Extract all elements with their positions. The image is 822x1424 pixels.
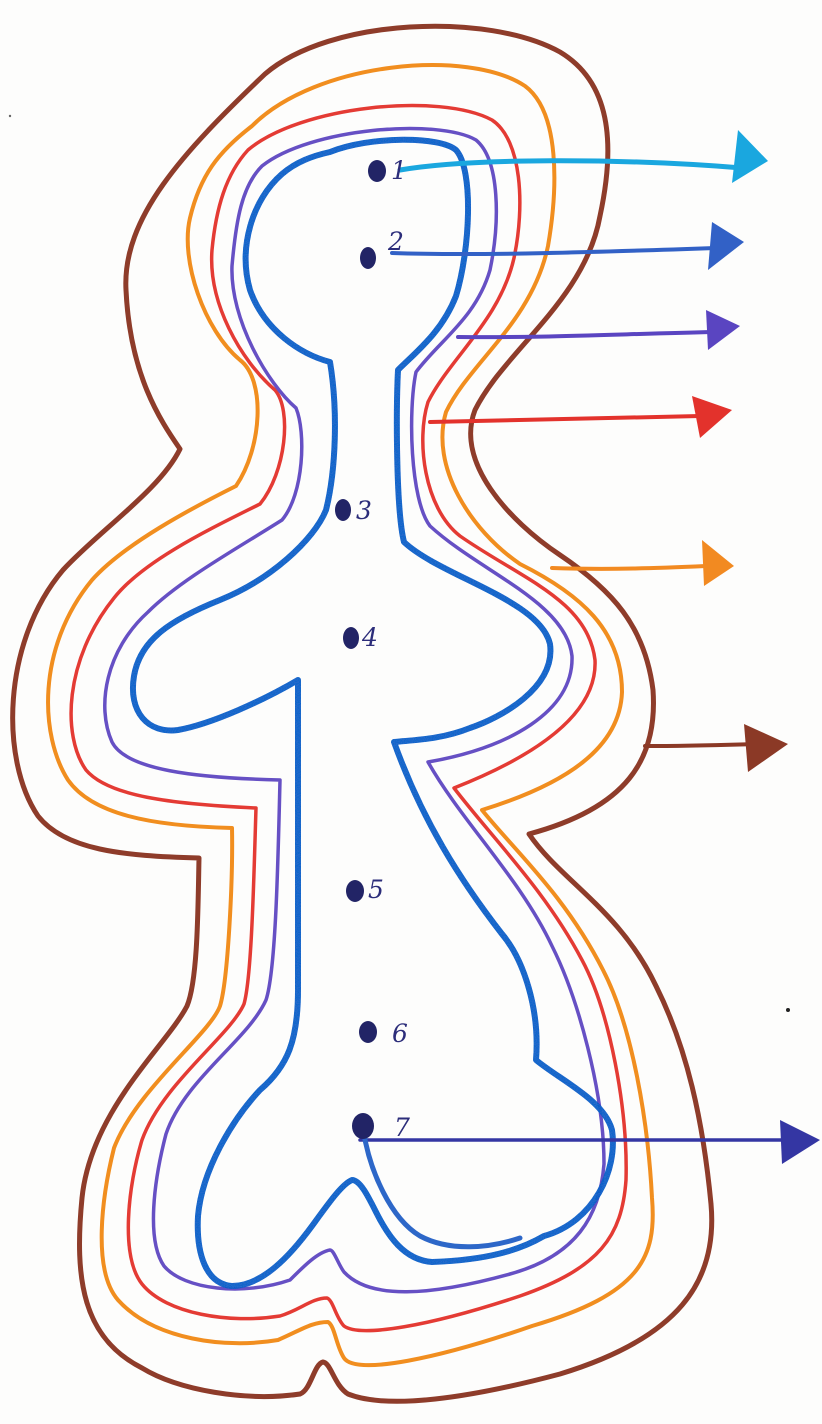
point-label-5: 5 [368,875,384,904]
point-dot [359,1021,377,1043]
arrow-violet-line [458,332,714,337]
point-2: 2 [360,227,404,269]
paper-speck [786,1008,790,1012]
point-5: 5 [346,875,384,904]
arrow-blue-line [392,248,716,254]
arrow-violet-head [706,310,740,350]
red-contour [71,106,626,1331]
arrow-brown-head [744,724,788,772]
point-dot [352,1113,374,1139]
arrow-orange-head [702,540,734,586]
point-dot [368,160,386,182]
point-label-4: 4 [361,623,378,652]
paper-speck [9,115,11,117]
point-dot [346,880,364,902]
point-label-1: 1 [391,156,407,185]
arrow-red-head [692,396,732,438]
point-label-2: 2 [387,227,404,256]
point-7: 7 [352,1113,410,1142]
point-label-6: 6 [392,1019,408,1048]
arrows [360,130,820,1164]
arrow-dark-blue-head [780,1120,820,1164]
arrow-cyan-head [732,130,768,183]
point-dot [343,627,359,649]
point-3: 3 [335,496,372,525]
point-4: 4 [343,623,378,652]
violet-contour [105,128,604,1291]
point-1: 1 [368,156,407,185]
arrow-brown-line [645,744,756,746]
point-dot [360,247,376,269]
outer-brown-contour [13,26,712,1401]
points: 1 2 3 4 5 6 7 [335,156,410,1142]
arrow-blue-head [708,222,744,270]
point-label-7: 7 [394,1113,410,1142]
point-label-3: 3 [356,496,372,525]
point-6: 6 [359,1019,408,1048]
point-dot [335,499,351,521]
arrow-cyan-line [400,161,742,170]
